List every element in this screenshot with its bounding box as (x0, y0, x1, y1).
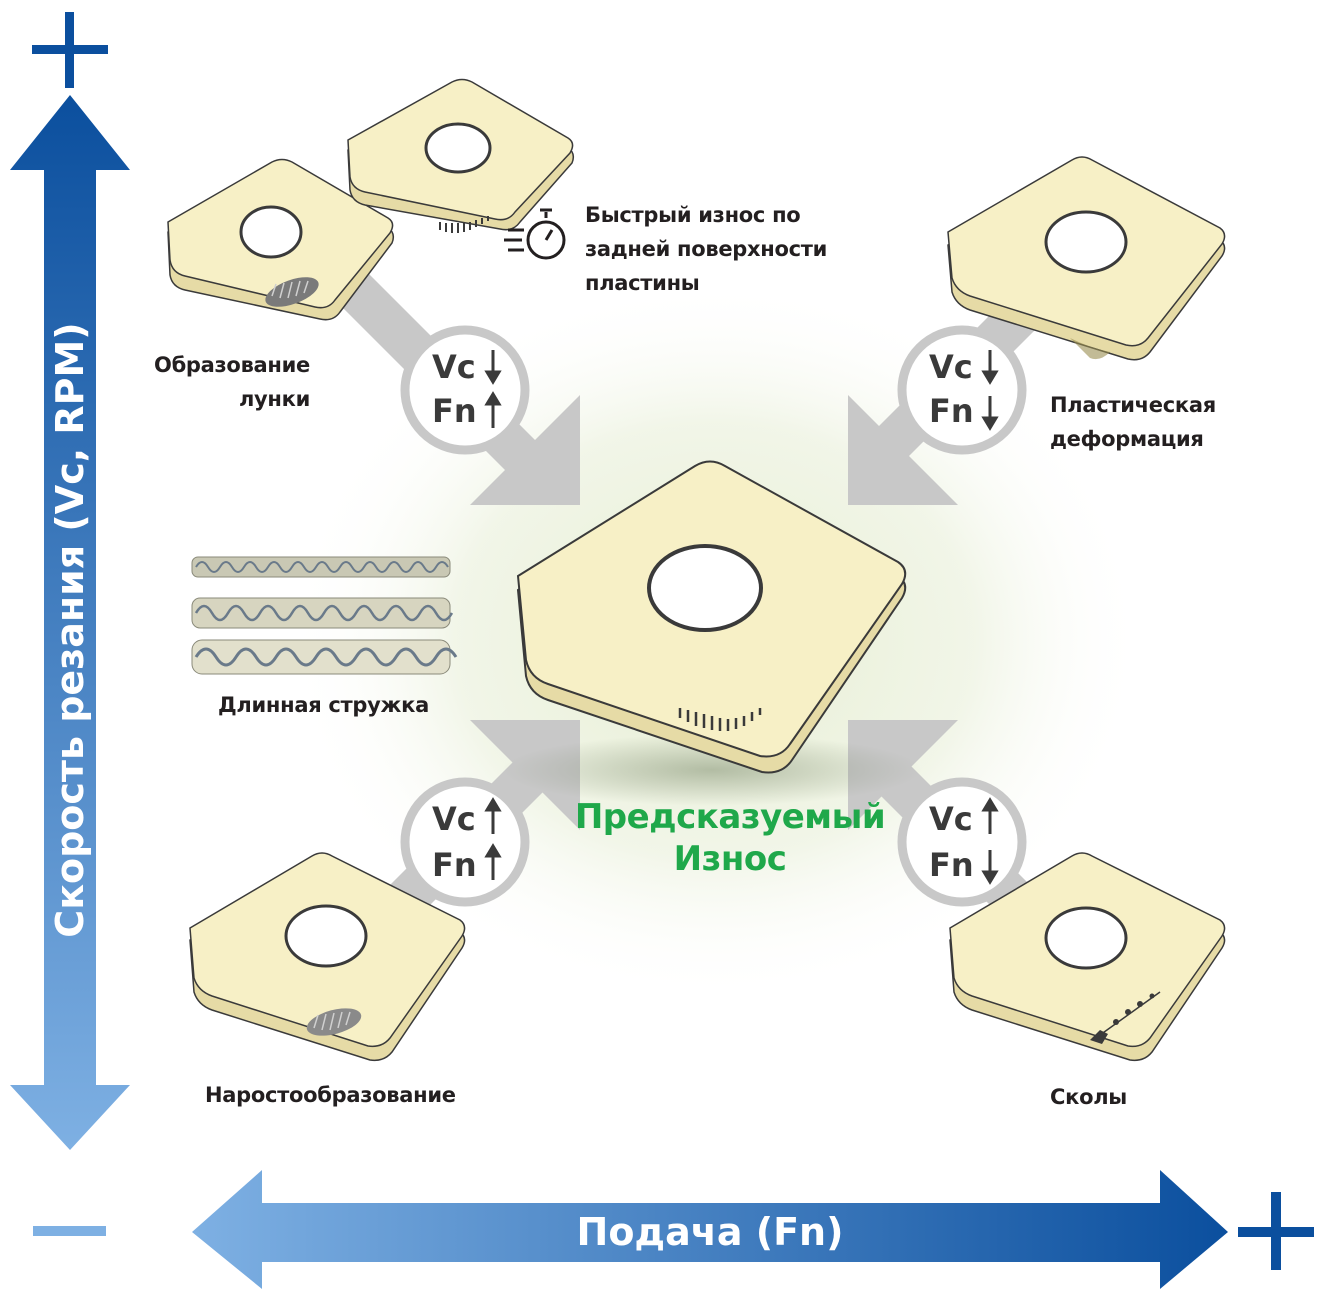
arrow-up-icon (484, 843, 502, 880)
horizontal-plus-icon (1238, 1192, 1314, 1270)
flank-wear-marks (439, 216, 489, 233)
minus-icon (33, 1226, 106, 1236)
label-flank-wear: Быстрый износ по задней поверхности плас… (585, 198, 865, 300)
badge-top-right-vc: Vc (929, 348, 973, 386)
insert-flank-wear (347, 78, 575, 233)
chipping-marks (1090, 991, 1161, 1044)
insert-center (502, 460, 922, 806)
arrow-up-icon (484, 391, 502, 428)
badge-bottom-left-fn: Fn (432, 846, 477, 884)
center-label-line1: Предсказуемый (574, 797, 886, 837)
label-long-chips: Длинная стружка (218, 693, 429, 717)
crater-texture (271, 280, 309, 299)
insert-chipping (949, 852, 1226, 1062)
arrow-up-icon (981, 797, 999, 834)
insert-crater (167, 158, 395, 321)
badge-top-left: Vc Fn (400, 325, 530, 455)
label-plastic-deformation: Пластическая деформация (1050, 388, 1270, 456)
vertical-plus-icon (32, 12, 108, 88)
badge-bottom-right-fn: Fn (929, 846, 974, 884)
label-crater: Образование лунки (115, 348, 310, 416)
arrow-up-icon (484, 797, 502, 834)
insert-bue (189, 852, 466, 1062)
insert-plastic-deformation (947, 156, 1226, 361)
label-bue: Наростообразование (205, 1083, 456, 1107)
bue-texture (313, 1011, 351, 1031)
horizontal-axis-label: Подача (Fn) (577, 1210, 844, 1254)
badge-bottom-left-vc: Vc (432, 800, 476, 838)
long-chips-illustration (191, 556, 458, 675)
center-label: Предсказуемый Износ (560, 796, 900, 880)
center-label-line2: Износ (673, 839, 787, 879)
label-chipping: Сколы (1050, 1085, 1127, 1109)
badge-bottom-left: Vc Fn (400, 777, 530, 907)
arrow-down-icon (484, 350, 502, 385)
arrow-down-icon (981, 350, 999, 385)
vertical-axis-arrow (10, 95, 130, 1150)
fast-wear-stopwatch-icon (504, 208, 566, 260)
label-plastic-line1: Пластическая (1050, 393, 1216, 417)
label-plastic-line2: деформация (1050, 427, 1204, 451)
badge-top-left-fn: Fn (432, 392, 477, 430)
center-wear-marks (678, 708, 762, 731)
badge-top-right-fn: Fn (929, 392, 974, 430)
vertical-axis-label: Скорость резания (Vc, RPM) (48, 322, 92, 937)
arrow-down-icon (981, 396, 999, 431)
badge-top-left-vc: Vc (432, 348, 476, 386)
badge-top-right: Vc Fn (897, 325, 1027, 455)
label-flank-line1: Быстрый износ по (585, 203, 801, 227)
badge-bottom-right-vc: Vc (929, 800, 973, 838)
label-crater-line2: лунки (238, 387, 310, 411)
badge-bottom-right: Vc Fn (897, 777, 1027, 907)
arrow-down-icon (981, 850, 999, 885)
label-flank-line2: задней поверхности (585, 237, 828, 261)
label-crater-line1: Образование (154, 353, 310, 377)
horizontal-axis-arrow (192, 1170, 1228, 1289)
label-flank-line3: пластины (585, 271, 700, 295)
deformation-mark (1070, 338, 1110, 360)
